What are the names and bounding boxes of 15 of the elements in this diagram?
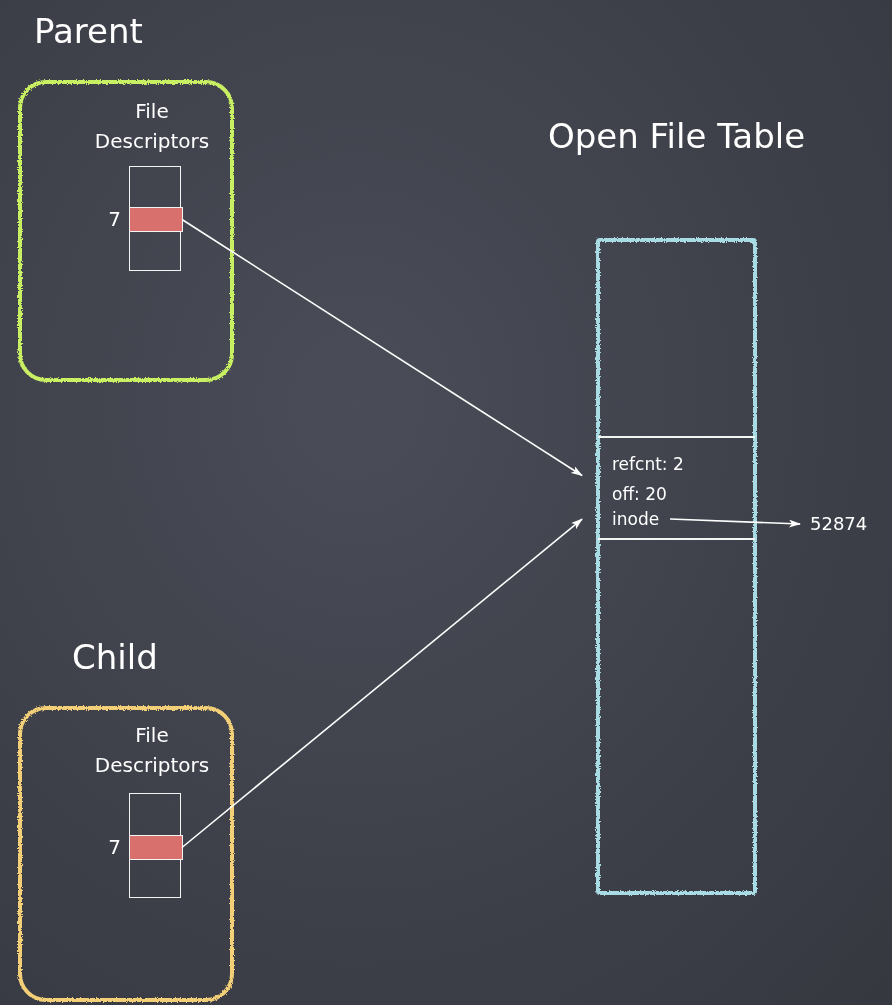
inode-number: 52874 — [810, 512, 884, 536]
table-heading: Open File Table — [546, 115, 807, 158]
arrow — [181, 518, 583, 849]
field-label: off: 20 — [612, 483, 667, 506]
table-caption: File Descriptors — [93, 722, 211, 779]
field-label: refcnt: 2 — [612, 453, 684, 476]
arrow — [669, 518, 801, 528]
box-heading: Child — [71, 636, 158, 679]
box-heading: Parent — [33, 10, 143, 53]
field-label: inode — [612, 508, 666, 530]
arrow — [181, 218, 583, 477]
table-caption: File Descriptors — [93, 98, 211, 155]
index-label: 7 — [108, 834, 121, 861]
table-entry — [598, 436, 755, 540]
index-label: 7 — [108, 206, 121, 233]
